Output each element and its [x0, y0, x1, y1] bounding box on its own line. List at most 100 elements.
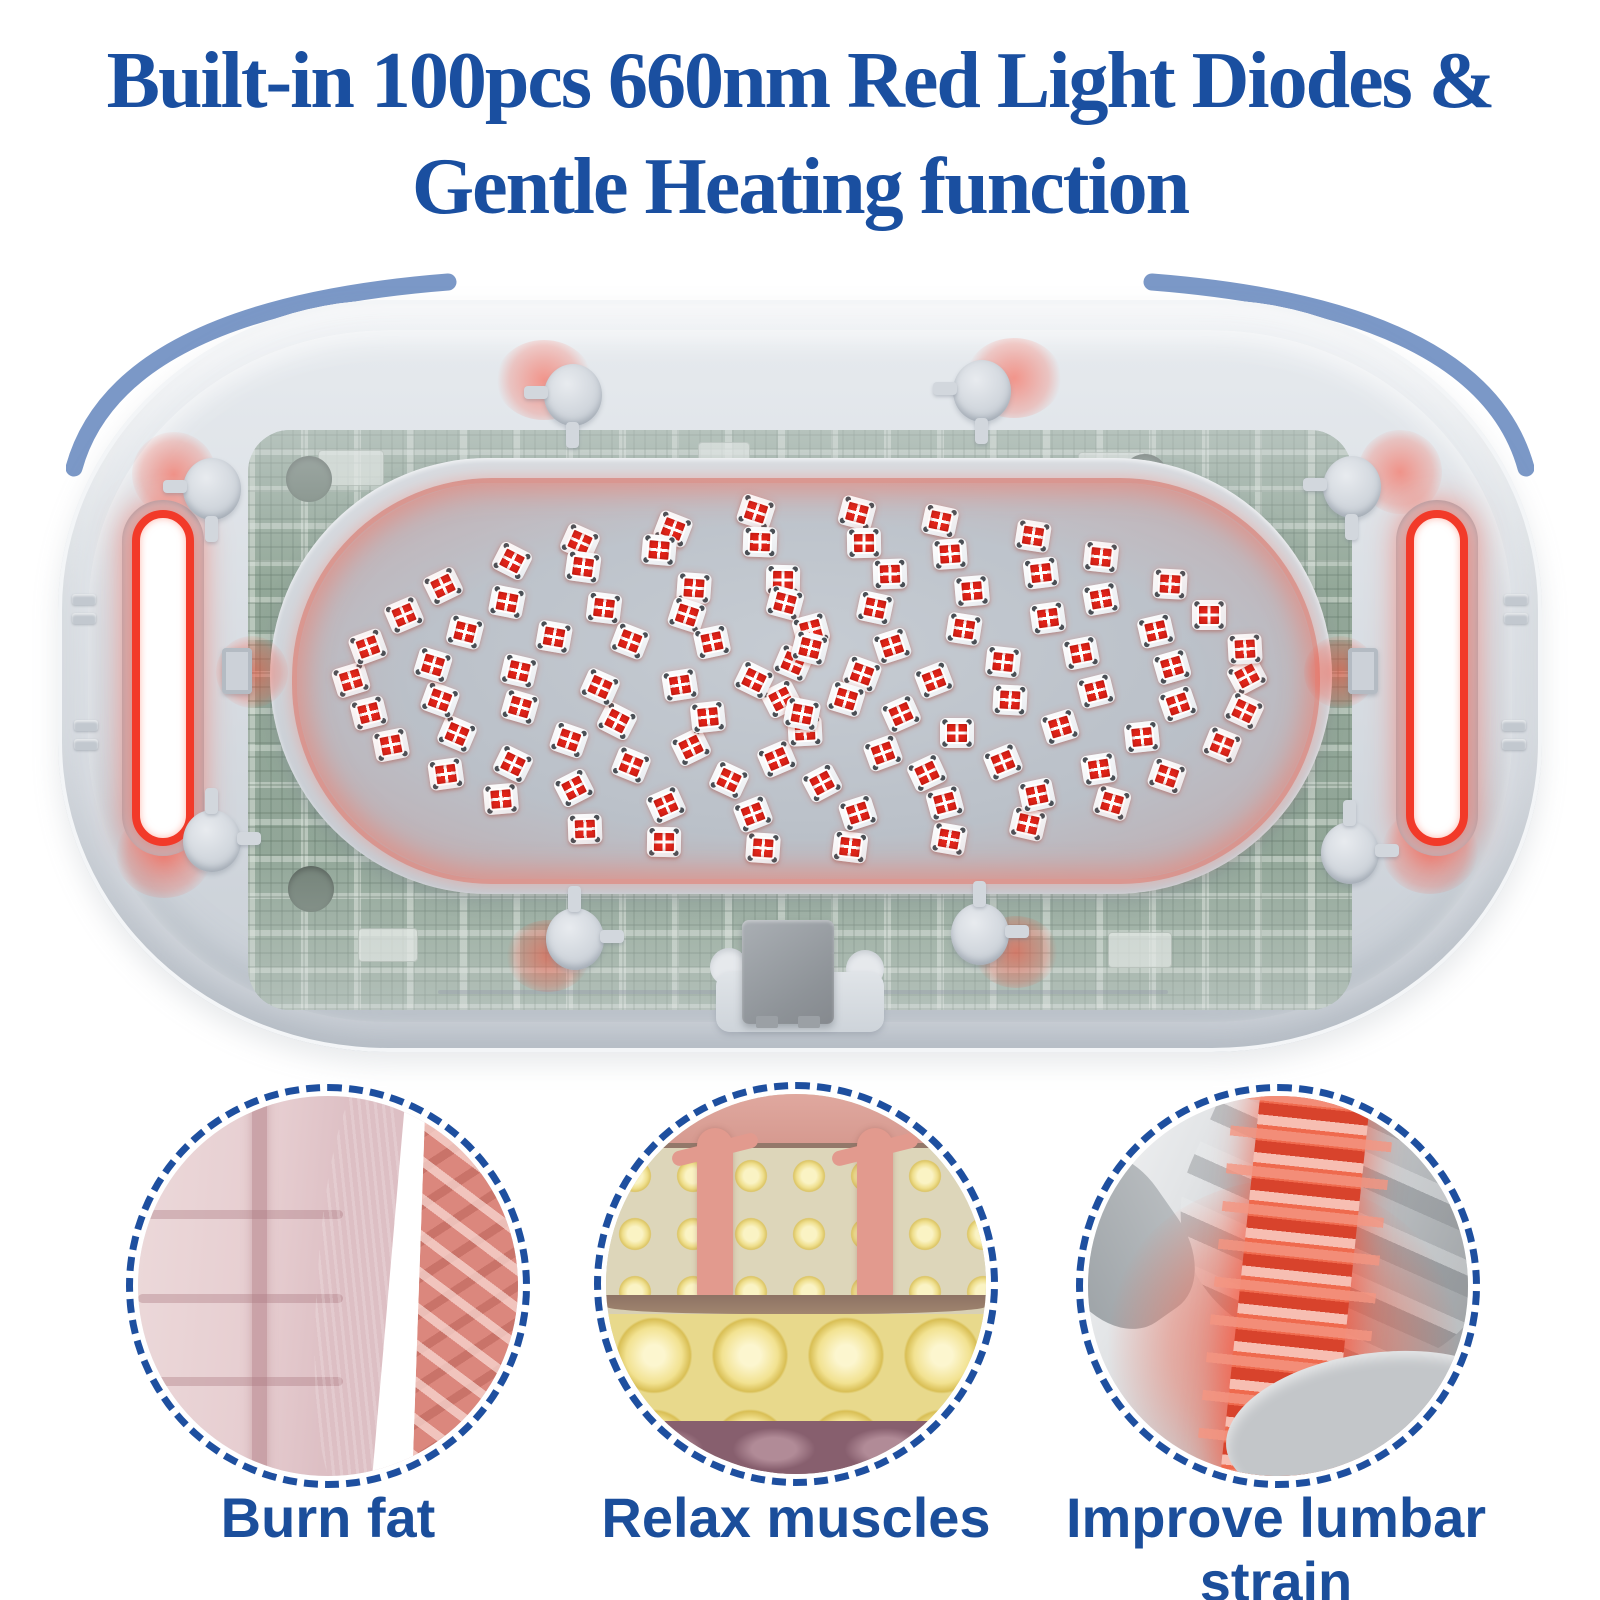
led-chip: [1019, 523, 1047, 549]
led-chip: [885, 699, 917, 730]
screw-post: [183, 788, 261, 872]
led-chip: [911, 757, 943, 788]
muscle-weave-layer: [606, 1420, 986, 1474]
led-chip: [1128, 725, 1155, 750]
led: [879, 693, 923, 735]
led: [1146, 756, 1189, 796]
led-chip: [836, 834, 864, 860]
led-chip: [1197, 603, 1222, 626]
led: [931, 537, 968, 570]
led: [491, 742, 536, 785]
led-chip: [540, 623, 568, 650]
led: [420, 565, 465, 607]
led-chip: [830, 684, 861, 713]
led: [992, 683, 1029, 716]
led: [411, 645, 454, 685]
fat-cell-layer: [606, 1147, 986, 1296]
feature-label-lumbar-strain: Improve lumbar strain: [1065, 1486, 1487, 1600]
led: [981, 741, 1025, 783]
led-chip: [488, 786, 515, 811]
led: [330, 660, 372, 700]
tissue-divider: [606, 1295, 986, 1315]
led-chip: [1157, 653, 1187, 681]
led-chip: [646, 538, 673, 563]
led: [745, 831, 782, 865]
led: [534, 619, 574, 655]
ab-crease: [138, 1377, 344, 1387]
led-chip: [926, 507, 955, 535]
led-chip: [747, 530, 773, 554]
led: [499, 687, 541, 727]
led: [731, 793, 774, 834]
led: [953, 574, 990, 608]
led: [837, 793, 879, 833]
led: [348, 694, 389, 732]
muscle-braid: [411, 1096, 518, 1476]
feature-label-relax-muscles: Relax muscles: [601, 1486, 991, 1549]
led-chip: [950, 616, 978, 642]
led: [1222, 690, 1266, 733]
vessel: [856, 1128, 893, 1311]
led-chip: [1067, 639, 1096, 667]
screw-post: [524, 364, 602, 448]
screw-post: [163, 458, 241, 542]
led: [482, 782, 520, 816]
led-chip: [616, 750, 647, 780]
page-title-line1: Built-in 100pcs 660nm Red Light Diodes &: [106, 37, 1496, 125]
led-chip: [417, 651, 448, 680]
led: [1017, 777, 1058, 814]
led-chip: [1027, 560, 1054, 586]
led: [1157, 684, 1200, 724]
led: [1192, 599, 1227, 630]
led-chip: [352, 632, 383, 662]
led-chip: [937, 542, 963, 566]
led-chip: [843, 798, 873, 828]
led: [920, 502, 961, 540]
edge-tabs: [1504, 594, 1528, 624]
led-chip: [997, 687, 1023, 712]
led-chip: [1045, 713, 1075, 742]
led-chip: [424, 685, 455, 715]
led-chip: [1232, 637, 1258, 661]
led: [426, 756, 465, 792]
led: [1013, 518, 1053, 554]
led-chip: [1163, 689, 1194, 719]
feature-circle-lumbar-strain: [1076, 1084, 1480, 1488]
led: [871, 626, 913, 666]
led-chip: [1157, 572, 1183, 596]
led-chip: [750, 836, 776, 860]
led: [1029, 601, 1068, 636]
led-chip: [1087, 545, 1114, 570]
led-chip: [336, 665, 366, 695]
led-chip: [738, 664, 770, 695]
led-chip: [867, 738, 898, 768]
led-chip: [601, 705, 634, 737]
led-chip: [675, 731, 707, 763]
led: [689, 700, 727, 734]
led-chip: [441, 718, 473, 749]
led-chip: [737, 799, 768, 829]
burn-fat-image: [138, 1096, 518, 1476]
ab-crease: [138, 1293, 344, 1303]
led-chip: [698, 628, 727, 656]
led: [595, 699, 640, 742]
led-chip: [761, 743, 793, 774]
muscle-tendon-line: [252, 1096, 267, 1476]
screw-post: [546, 886, 624, 970]
led: [640, 533, 678, 567]
led-chip: [388, 600, 420, 630]
led: [669, 725, 714, 768]
led-chip: [861, 594, 890, 621]
led: [1061, 635, 1101, 672]
screw-post: [933, 360, 1011, 444]
led-chip: [1097, 788, 1127, 817]
led-chip: [505, 693, 535, 721]
led-chip: [1087, 586, 1115, 613]
led: [435, 713, 479, 754]
led-chip: [935, 826, 964, 852]
led-chip: [930, 789, 960, 817]
led-chip: [558, 772, 591, 804]
led-chip: [1207, 730, 1238, 760]
led-chip: [713, 764, 745, 796]
led: [855, 589, 896, 626]
